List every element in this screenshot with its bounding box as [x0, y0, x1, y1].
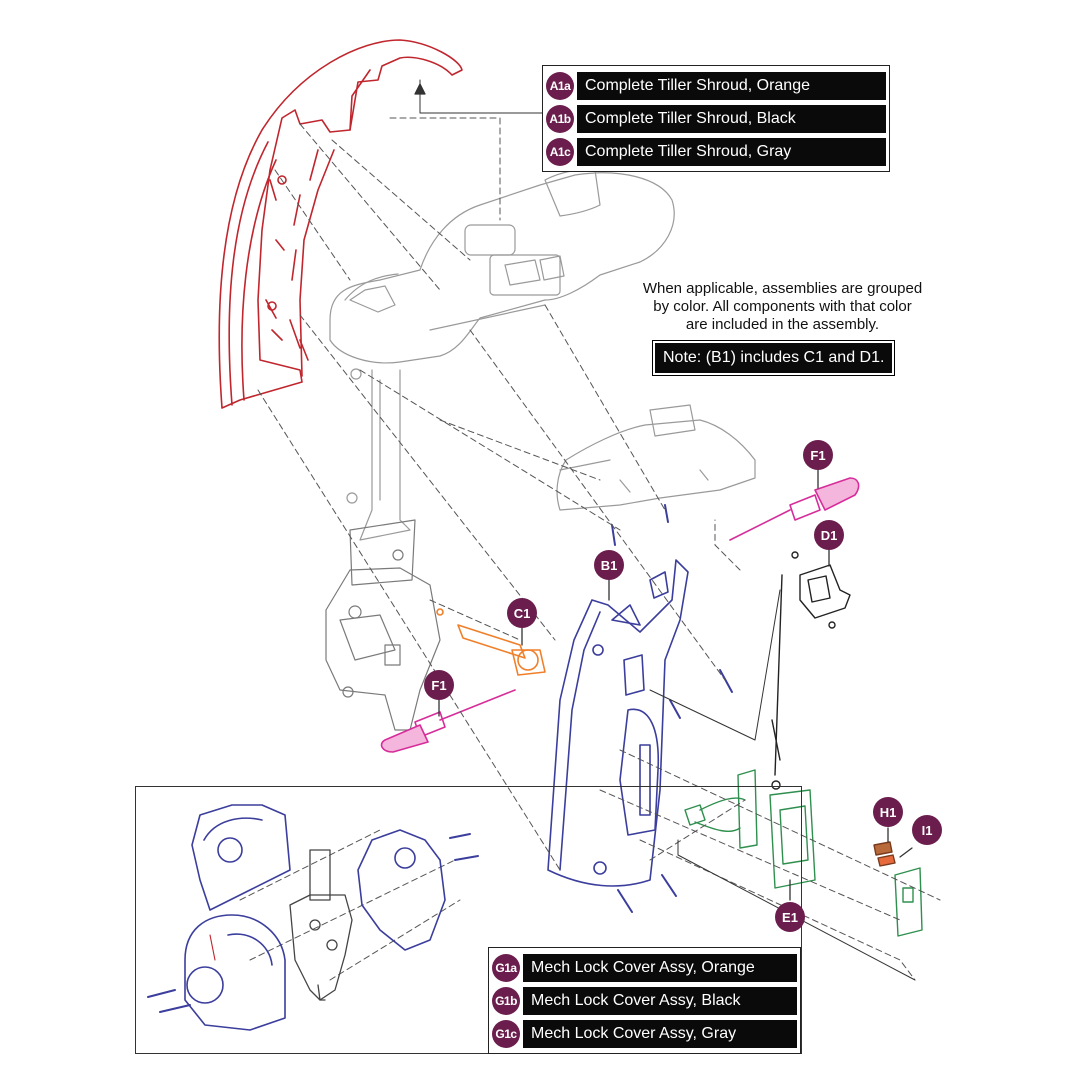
assembly-grouping-note: When applicable, assemblies are grouped … [610, 280, 955, 334]
callout-i1: I1 [912, 815, 942, 845]
label-a1b: Complete Tiller Shroud, Black [577, 104, 886, 133]
callout-h1: H1 [873, 797, 903, 827]
latch-assembly [771, 551, 851, 790]
legend-row-a1c: A1c Complete Tiller Shroud, Gray [546, 135, 886, 168]
mech-lock-cover-legend: G1a Mech Lock Cover Assy, Orange G1b Mec… [488, 947, 801, 1054]
info-line-3: are included in the assembly. [685, 316, 880, 333]
legend-row-a1a: A1a Complete Tiller Shroud, Orange [546, 69, 886, 102]
badge-g1c: G1c [492, 1019, 520, 1048]
tiller-hinge-mechanism [325, 519, 441, 731]
b1-includes-note: Note: (B1) includes C1 and D1. [652, 340, 896, 376]
label-a1a: Complete Tiller Shroud, Orange [577, 71, 886, 100]
callout-c1: C1 [507, 598, 537, 628]
callout-arrows [414, 83, 913, 901]
callout-d1: D1 [814, 520, 844, 550]
label-a1c: Complete Tiller Shroud, Gray [577, 137, 886, 166]
label-g1c: Mech Lock Cover Assy, Gray [523, 1019, 797, 1048]
callout-b1: B1 [594, 550, 624, 580]
badge-a1b: A1b [546, 104, 574, 133]
info-line-1: When applicable, assemblies are grouped [642, 280, 923, 297]
callout-f1-left: F1 [424, 670, 454, 700]
info-line-2: by color. All components with that color [653, 298, 912, 315]
callout-f1-top: F1 [803, 440, 833, 470]
legend-row-g1b: G1b Mech Lock Cover Assy, Black [492, 984, 797, 1017]
badge-g1a: G1a [492, 953, 520, 982]
legend-row-g1a: G1a Mech Lock Cover Assy, Orange [492, 951, 797, 984]
tiller-handlebar [329, 168, 756, 541]
exploded-view-lines [239, 117, 941, 981]
front-tiller-cover [547, 559, 689, 887]
legend-row-a1b: A1b Complete Tiller Shroud, Black [546, 102, 886, 135]
label-g1b: Mech Lock Cover Assy, Black [523, 986, 797, 1015]
electronics-assembly [684, 769, 923, 937]
badge-a1c: A1c [546, 137, 574, 166]
badge-g1b: G1b [492, 986, 520, 1015]
screwdriver-tools [380, 477, 860, 753]
badge-a1a: A1a [546, 71, 574, 100]
screws [147, 504, 733, 1013]
inset-mech-lock-drawing [184, 804, 446, 1031]
note-text: Note: (B1) includes C1 and D1. [655, 343, 893, 373]
callout-e1: E1 [775, 902, 805, 932]
tiller-shroud [218, 39, 463, 409]
inset-red-leader [209, 934, 216, 961]
release-cable-part [436, 608, 546, 676]
inset-hinge-core [289, 849, 353, 1001]
tiller-shroud-legend: A1a Complete Tiller Shroud, Orange A1b C… [542, 65, 890, 172]
small-brown-components [873, 841, 896, 867]
legend-row-g1c: G1c Mech Lock Cover Assy, Gray [492, 1017, 797, 1050]
label-g1a: Mech Lock Cover Assy, Orange [523, 953, 797, 982]
